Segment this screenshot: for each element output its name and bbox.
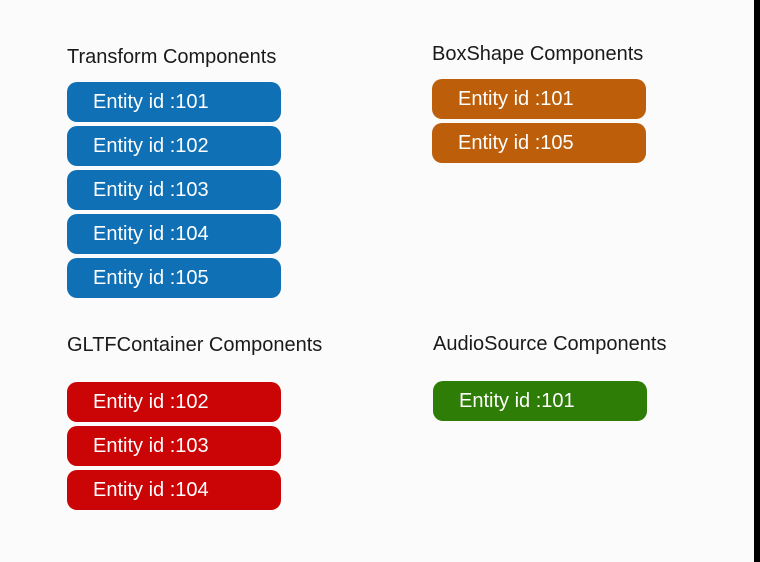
audiosource-entity-list: Entity id :101 xyxy=(433,381,666,421)
entity-pill[interactable]: Entity id :105 xyxy=(67,258,281,298)
entity-pill[interactable]: Entity id :101 xyxy=(67,82,281,122)
transform-components-section: Transform Components Entity id :101 Enti… xyxy=(67,46,281,298)
section-title-gltfcontainer: GLTFContainer Components xyxy=(67,334,323,356)
section-title-transform: Transform Components xyxy=(67,46,277,68)
entity-pill[interactable]: Entity id :105 xyxy=(432,123,646,163)
audiosource-components-section: AudioSource Components Entity id :101 xyxy=(433,333,666,421)
entity-pill[interactable]: Entity id :104 xyxy=(67,470,281,510)
transform-entity-list: Entity id :101 Entity id :102 Entity id … xyxy=(67,82,281,298)
entity-pill[interactable]: Entity id :102 xyxy=(67,382,281,422)
gltfcontainer-entity-list: Entity id :102 Entity id :103 Entity id … xyxy=(67,382,322,510)
entity-pill[interactable]: Entity id :101 xyxy=(433,381,647,421)
entity-pill[interactable]: Entity id :104 xyxy=(67,214,281,254)
right-edge-bar xyxy=(754,0,760,562)
boxshape-components-section: BoxShape Components Entity id :101 Entit… xyxy=(432,43,646,163)
section-title-boxshape: BoxShape Components xyxy=(432,43,644,65)
boxshape-entity-list: Entity id :101 Entity id :105 xyxy=(432,79,646,163)
section-title-audiosource: AudioSource Components xyxy=(433,333,667,355)
gltfcontainer-components-section: GLTFContainer Components Entity id :102 … xyxy=(67,334,322,510)
entity-pill[interactable]: Entity id :103 xyxy=(67,426,281,466)
entity-pill[interactable]: Entity id :102 xyxy=(67,126,281,166)
entity-pill[interactable]: Entity id :101 xyxy=(432,79,646,119)
entity-pill[interactable]: Entity id :103 xyxy=(67,170,281,210)
